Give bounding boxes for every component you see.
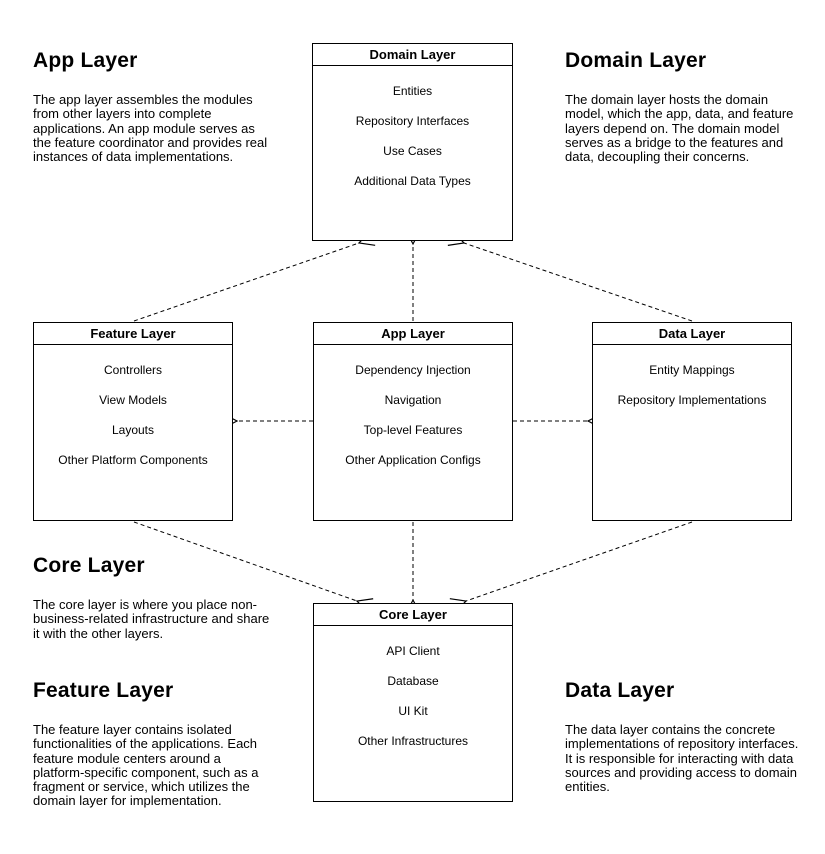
arrow-data-to-domain bbox=[447, 230, 693, 322]
domain-layer-box-items: Entities Repository Interfaces Use Cases… bbox=[313, 66, 512, 196]
data-layer-box-items: Entity Mappings Repository Implementatio… bbox=[593, 345, 791, 415]
app-layer-box: App Layer Dependency Injection Navigatio… bbox=[313, 322, 513, 521]
note-line: implementations of repository interfaces… bbox=[565, 736, 799, 752]
note-line: The app layer assembles the modules bbox=[33, 92, 253, 107]
data-layer-item: Repository Implementations bbox=[617, 393, 767, 407]
core-layer-note: Core Layer The core layer is where you p… bbox=[33, 553, 295, 641]
note-line: the feature coordinator and provides rea… bbox=[33, 134, 268, 150]
note-line: serves as a bridge to the features and bbox=[565, 134, 784, 150]
app-layer-box-title: App Layer bbox=[314, 323, 512, 345]
core-layer-note-text: The core layer is where you place non- b… bbox=[33, 597, 295, 641]
note-line: The data layer contains the concrete bbox=[565, 722, 776, 737]
data-layer-item: Entity Mappings bbox=[649, 363, 735, 377]
core-layer-note-heading: Core Layer bbox=[33, 554, 145, 577]
note-line: It is responsible for interacting with d… bbox=[565, 750, 794, 766]
note-line: applications. An app module serves as bbox=[33, 120, 255, 136]
note-line: The domain layer hosts the domain bbox=[565, 92, 769, 107]
feature-layer-box-title: Feature Layer bbox=[34, 323, 232, 345]
feature-layer-item: Other Platform Components bbox=[58, 453, 208, 467]
feature-layer-note-text: The feature layer contains isolated func… bbox=[33, 722, 295, 809]
core-layer-box-items: API Client Database UI Kit Other Infrast… bbox=[314, 626, 512, 756]
note-line: sources and providing access to domain bbox=[565, 764, 797, 780]
core-layer-box: Core Layer API Client Database UI Kit Ot… bbox=[313, 603, 513, 802]
domain-layer-item: Use Cases bbox=[383, 144, 442, 158]
data-layer-box-title: Data Layer bbox=[593, 323, 791, 345]
note-line: entities. bbox=[565, 779, 610, 795]
note-line: instances of data implementations. bbox=[33, 149, 234, 165]
domain-layer-item: Entities bbox=[392, 84, 433, 98]
core-layer-item: API Client bbox=[386, 644, 440, 658]
domain-layer-box: Domain Layer Entities Repository Interfa… bbox=[312, 43, 513, 241]
note-line: business-related infrastructure and shar… bbox=[33, 611, 270, 627]
note-line: The core layer is where you place non- bbox=[33, 597, 258, 612]
domain-layer-item: Additional Data Types bbox=[354, 174, 471, 188]
domain-layer-item: Repository Interfaces bbox=[355, 114, 470, 128]
note-line: it with the other layers. bbox=[33, 625, 164, 641]
feature-layer-note-heading: Feature Layer bbox=[33, 679, 174, 702]
app-layer-item: Dependency Injection bbox=[355, 363, 471, 377]
app-layer-note: App Layer The app layer assembles the mo… bbox=[33, 48, 295, 164]
domain-layer-note: Domain Layer The domain layer hosts the … bbox=[565, 48, 825, 164]
note-line: feature module centers around a bbox=[33, 750, 221, 766]
app-layer-item: Navigation bbox=[384, 393, 442, 407]
domain-layer-note-text: The domain layer hosts the domain model,… bbox=[565, 92, 825, 165]
app-layer-note-heading: App Layer bbox=[33, 49, 138, 72]
note-line: layers depend on. The domain model bbox=[565, 120, 780, 136]
data-layer-note-heading: Data Layer bbox=[565, 679, 675, 702]
feature-layer-item: View Models bbox=[99, 393, 167, 407]
core-layer-item: Database bbox=[387, 674, 439, 688]
note-line: platform-specific component, such as a bbox=[33, 764, 259, 780]
arrow-data-to-core bbox=[449, 521, 693, 614]
data-layer-note: Data Layer The data layer contains the c… bbox=[565, 678, 825, 794]
note-line: data, decoupling their concerns. bbox=[565, 149, 750, 165]
note-line: domain layer for implementation. bbox=[33, 793, 222, 809]
feature-layer-box: Feature Layer Controllers View Models La… bbox=[33, 322, 233, 521]
note-line: The feature layer contains isolated bbox=[33, 722, 232, 737]
arrow-feature-to-domain bbox=[133, 230, 376, 322]
core-layer-box-title: Core Layer bbox=[314, 604, 512, 626]
note-line: fragment or service, which utilizes the bbox=[33, 779, 250, 795]
data-layer-box: Data Layer Entity Mappings Repository Im… bbox=[592, 322, 792, 521]
data-layer-note-text: The data layer contains the concrete imp… bbox=[565, 722, 825, 795]
feature-layer-box-items: Controllers View Models Layouts Other Pl… bbox=[34, 345, 232, 475]
domain-layer-note-heading: Domain Layer bbox=[565, 49, 707, 72]
note-line: model, which the app, data, and feature bbox=[565, 106, 794, 122]
note-line: from other layers into complete bbox=[33, 106, 212, 122]
feature-layer-note: Feature Layer The feature layer contains… bbox=[33, 678, 295, 809]
feature-layer-item: Controllers bbox=[103, 363, 163, 377]
feature-layer-item: Layouts bbox=[111, 423, 155, 437]
note-line: functionalities of the applications. Eac… bbox=[33, 736, 258, 752]
arrow-feature-to-core bbox=[133, 521, 374, 614]
app-layer-note-text: The app layer assembles the modules from… bbox=[33, 92, 295, 165]
domain-layer-box-title: Domain Layer bbox=[313, 44, 512, 66]
app-layer-item: Top-level Features bbox=[363, 423, 463, 437]
core-layer-item: Other Infrastructures bbox=[357, 734, 469, 748]
core-layer-item: UI Kit bbox=[398, 704, 428, 718]
app-layer-item: Other Application Configs bbox=[345, 453, 481, 467]
app-layer-box-items: Dependency Injection Navigation Top-leve… bbox=[314, 345, 512, 475]
